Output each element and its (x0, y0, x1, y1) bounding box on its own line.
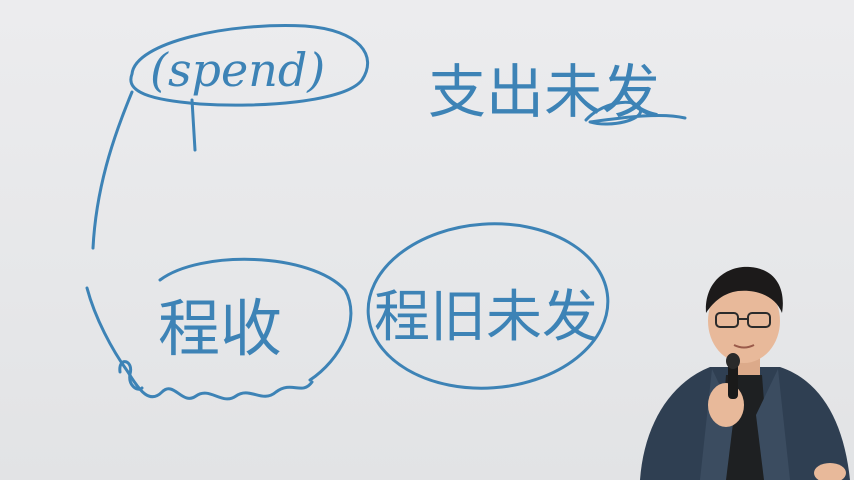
glasses-icon (715, 312, 771, 328)
handwritten-bottom-right-word: 程旧未发 (374, 285, 598, 350)
ink-flourish-top-right (584, 100, 687, 126)
ink-connector-left (91, 90, 134, 250)
ink-oval-bottom-left (158, 257, 353, 382)
handwritten-bottom-left-word: 程收 (158, 292, 282, 365)
microphone-icon (726, 353, 740, 399)
presenter-face (708, 279, 780, 363)
ink-oval-bottom-right (366, 222, 610, 390)
presenter-person-icon (640, 266, 850, 480)
handwritten-top-right-word: 支出未发 (428, 58, 660, 126)
ink-oval-top-left (129, 24, 369, 107)
presenter-hand (708, 383, 744, 427)
ink-connector-bottom (85, 286, 130, 374)
ink-wave-bottom-left (126, 370, 314, 401)
handwritten-top-left-word: (spend) (150, 43, 325, 97)
ink-stroke-top-left-tail (190, 98, 197, 152)
presenter-hair (705, 266, 783, 313)
ink-loop-bottom-left (118, 360, 144, 391)
